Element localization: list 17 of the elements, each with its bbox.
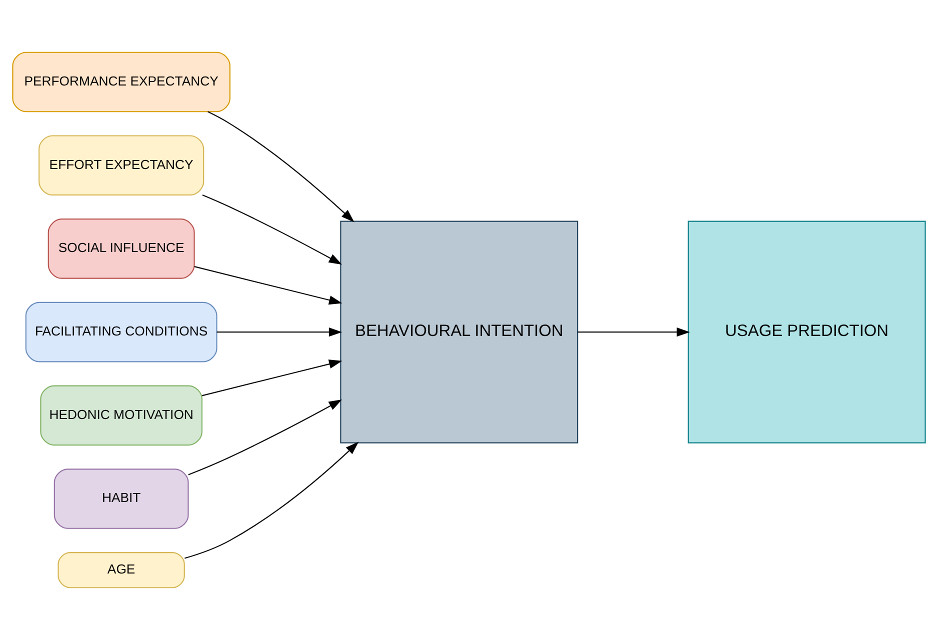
node-box: FACILITATING CONDITIONS (25, 301, 218, 362)
node-box: HABIT (54, 468, 189, 528)
node-box: BEHAVIOURAL INTENTION (340, 220, 578, 443)
arrow (578, 326, 690, 336)
arrow (184, 441, 359, 558)
arrow (216, 326, 342, 336)
arrow (202, 194, 342, 264)
node-box: AGE (58, 551, 185, 588)
node-box: USAGE PREDICTION (688, 220, 926, 443)
arrow (208, 110, 354, 222)
arrow (202, 359, 342, 396)
arrow (188, 398, 342, 475)
node-box: PERFORMANCE EXPECTANCY (12, 51, 230, 112)
arrow (194, 266, 342, 304)
node-box: HEDONIC MOTIVATION (40, 384, 202, 446)
node-box: EFFORT EXPECTANCY (38, 134, 204, 196)
node-box: SOCIAL INFLUENCE (48, 218, 195, 278)
